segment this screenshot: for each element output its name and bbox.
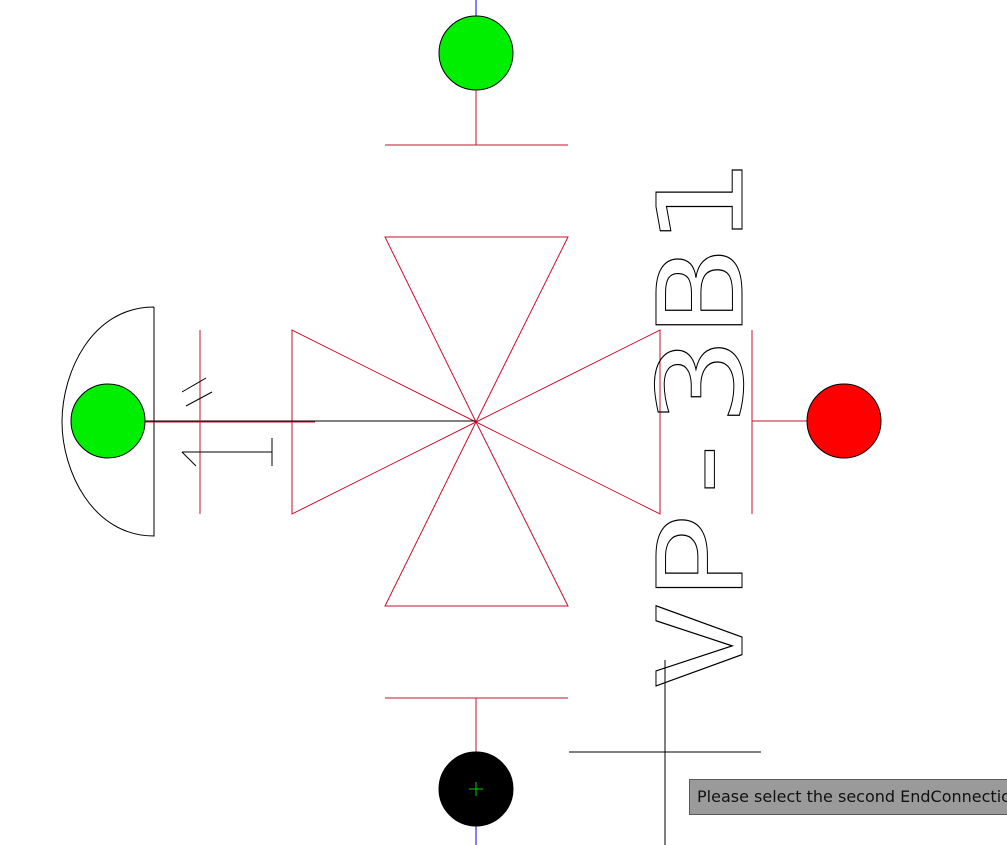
cursor-crosshair <box>569 660 761 845</box>
left-one-flag <box>181 451 197 467</box>
tag-label-group[interactable]: VP-3B1 <box>632 160 771 691</box>
valve-triangle-left <box>291 329 478 515</box>
top-connection[interactable] <box>385 15 568 146</box>
bottom-connection[interactable] <box>385 697 568 827</box>
top-connection-point[interactable] <box>438 15 514 91</box>
left-tick-b <box>185 391 213 407</box>
left-tick-a <box>181 377 207 393</box>
valve-triangle-top <box>384 236 569 424</box>
right-connection[interactable] <box>751 330 882 514</box>
left-connection[interactable] <box>61 306 476 537</box>
actuator-arc <box>61 306 155 537</box>
command-prompt-tooltip: Please select the second EndConnection <box>689 779 1007 815</box>
left-connection-point[interactable] <box>70 383 146 459</box>
right-connection-point[interactable] <box>806 383 882 459</box>
valve-triangle-bottom <box>384 420 569 607</box>
tag-label[interactable]: VP-3B1 <box>632 160 771 691</box>
valve-triangle-right <box>474 329 661 515</box>
